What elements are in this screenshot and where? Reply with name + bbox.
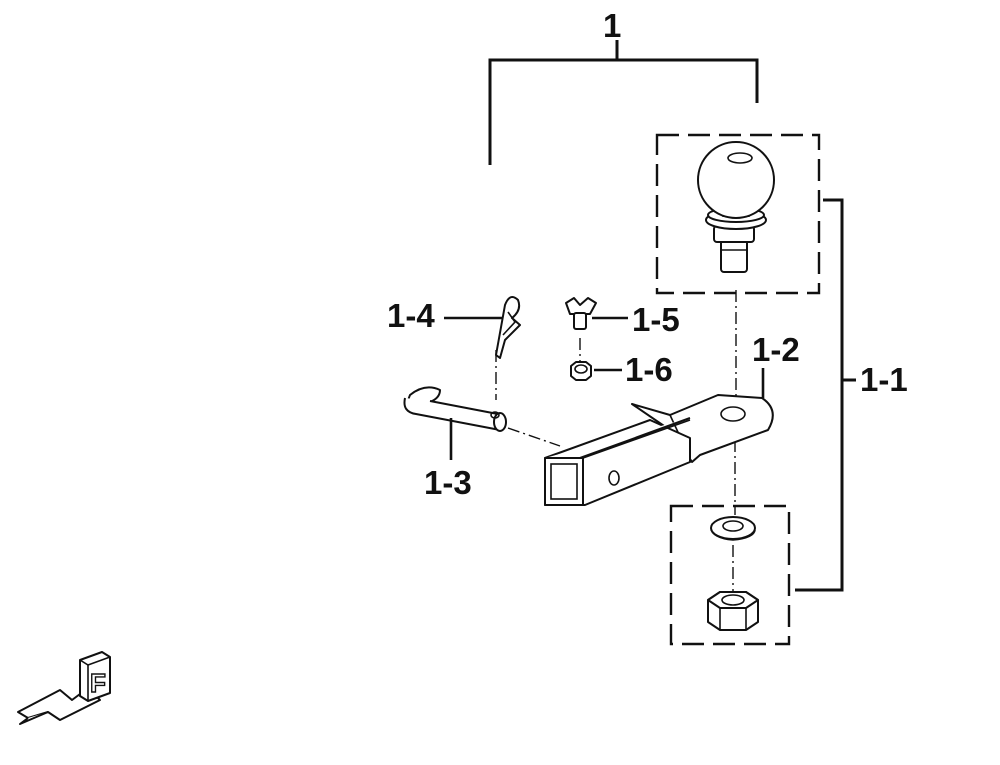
- callout-ball-mount: 1-1: [860, 361, 908, 398]
- front-direction-letter: F: [90, 668, 106, 698]
- drawbar: [544, 394, 774, 506]
- small-nut: [570, 361, 592, 381]
- callout-wing-bolt: 1-5: [632, 301, 680, 338]
- front-direction-arrow-icon: F: [17, 651, 111, 725]
- lock-washer: [710, 516, 756, 541]
- center-lines: [495, 290, 737, 595]
- callout-assembly: 1: [603, 7, 621, 44]
- assembly-bracket: [488, 40, 759, 165]
- hair-pin: [495, 295, 521, 359]
- callout-hitch-pin: 1-3: [424, 464, 472, 501]
- ball-group-box: [655, 133, 821, 295]
- callout-nut: 1-6: [625, 351, 673, 388]
- callout-hair-pin: 1-4: [387, 297, 435, 334]
- hitch-pin: [403, 386, 507, 432]
- leader-lines: [444, 316, 765, 460]
- large-nut: [707, 591, 759, 631]
- washer-nut-group-box: [669, 504, 791, 646]
- ball-mount-bracket: [795, 198, 856, 592]
- callout-drawbar: 1-2: [752, 331, 800, 368]
- wing-bolt: [565, 297, 597, 330]
- hitch-ball: [697, 141, 775, 273]
